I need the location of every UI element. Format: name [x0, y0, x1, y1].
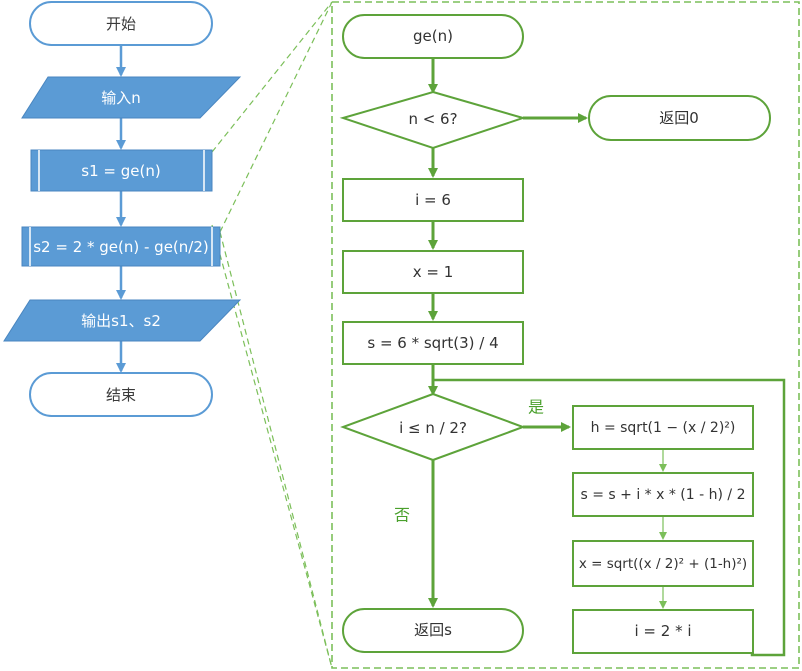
zoom-connectors	[211, 1, 333, 669]
call1-process: s1 = ge(n)	[30, 149, 213, 192]
ret-s-terminal: 返回s	[342, 608, 524, 653]
ret0-label: 返回0	[659, 109, 699, 127]
zoom-line-bottom	[211, 224, 333, 669]
calc-h-label: h = sqrt(1 − (x / 2)²)	[591, 420, 736, 436]
right-flow: ge(n) n < 6? 返回0 i = 6 x = 1 s = 6 * sqr…	[339, 14, 786, 657]
start-label: 开始	[106, 15, 136, 33]
ret-s-label: 返回s	[414, 621, 452, 639]
calc-x-label: x = sqrt((x / 2)² + (1-h)²)	[579, 556, 747, 572]
zoom-frame	[331, 1, 800, 669]
input-label: 输入n	[101, 89, 141, 107]
calc-i-process: i = 2 * i	[572, 609, 754, 654]
call2-label: s2 = 2 * ge(n) - ge(n/2)	[33, 238, 209, 256]
calc-i-label: i = 2 * i	[634, 622, 691, 640]
yes-label: 是	[528, 398, 544, 417]
call2-process: s2 = 2 * ge(n) - ge(n/2)	[21, 226, 221, 267]
init-x-label: x = 1	[413, 263, 454, 281]
calc-s-process: s = s + i * x * (1 - h) / 2	[572, 472, 754, 517]
calc-s-label: s = s + i * x * (1 - h) / 2	[580, 487, 745, 503]
output-label: 输出s1、s2	[81, 312, 161, 330]
end-terminal: 结束	[29, 372, 213, 417]
output-node: 输出s1、s2	[3, 299, 242, 342]
func-terminal: ge(n)	[342, 14, 524, 59]
zoom-line-top	[211, 1, 333, 153]
cond1-label: n < 6?	[408, 110, 457, 128]
init-i-process: i = 6	[342, 178, 524, 222]
calc-x-process: x = sqrt((x / 2)² + (1-h)²)	[572, 540, 754, 587]
zoom-line-bottom-2	[219, 231, 333, 669]
zoom-line-top-2	[219, 1, 333, 233]
init-i-label: i = 6	[415, 191, 451, 209]
init-s-label: s = 6 * sqrt(3) / 4	[367, 334, 498, 352]
init-s-process: s = 6 * sqrt(3) / 4	[342, 321, 524, 365]
cond2-decision: i ≤ n / 2?	[340, 392, 526, 462]
calc-h-process: h = sqrt(1 − (x / 2)²)	[572, 405, 754, 450]
cond1-decision: n < 6?	[339, 90, 527, 150]
ret0-terminal: 返回0	[588, 95, 771, 141]
call1-label: s1 = ge(n)	[81, 162, 160, 180]
left-flow: 开始 输入n s1 = ge(n) s2 = 2 * ge(n) - ge(n/…	[3, 1, 242, 417]
cond2-label: i ≤ n / 2?	[399, 419, 467, 437]
end-label: 结束	[106, 386, 136, 404]
no-label: 否	[394, 506, 410, 525]
input-node: 输入n	[21, 76, 242, 119]
func-label: ge(n)	[413, 27, 453, 45]
start-terminal: 开始	[29, 1, 213, 46]
init-x-process: x = 1	[342, 250, 524, 294]
